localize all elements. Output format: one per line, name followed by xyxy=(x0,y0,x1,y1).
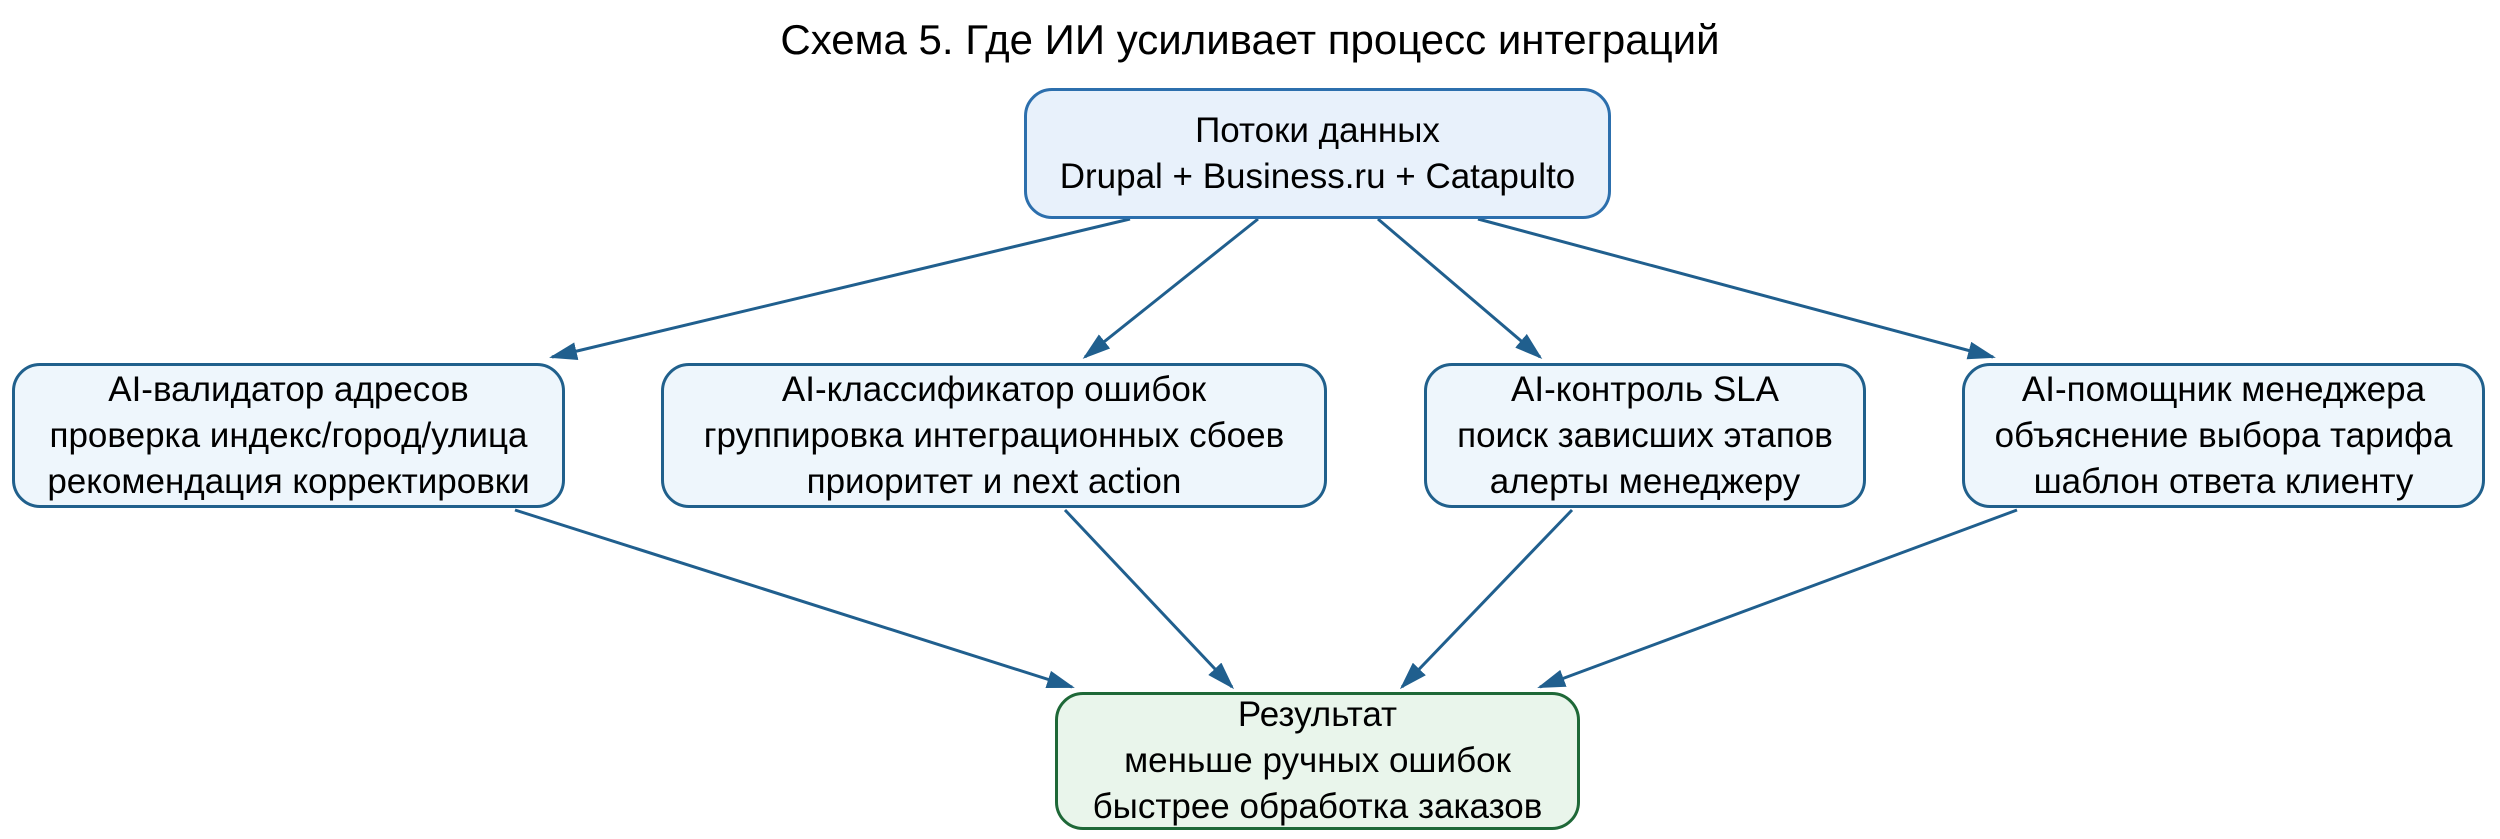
node-line: рекомендация корректировки xyxy=(47,461,530,501)
node-line: шаблон ответа клиенту xyxy=(2033,461,2414,501)
edge-classifier-result xyxy=(1063,508,1235,690)
node-line: AI-контроль SLA xyxy=(1511,369,1779,409)
node-line: приоритет и next action xyxy=(806,461,1182,501)
node-manager-assistant: AI-помощник менеджера объяснение выбора … xyxy=(1962,363,2485,508)
node-line: быстрее обработка заказов xyxy=(1092,787,1543,826)
node-line: AI-валидатор адресов xyxy=(108,369,469,409)
node-line: поиск зависших этапов xyxy=(1457,415,1833,455)
node-line: AI-классификатор ошибок xyxy=(781,369,1207,409)
node-line: Потоки данных xyxy=(1195,110,1440,150)
node-line: AI-помощник менеджера xyxy=(2021,369,2426,409)
node-result: Результат меньше ручных ошибок быстрее о… xyxy=(1055,692,1580,830)
node-line: алерты менеджеру xyxy=(1489,461,1801,501)
edge-validator-result xyxy=(514,508,1075,689)
node-sla-control: AI-контроль SLA поиск зависших этапов ал… xyxy=(1424,363,1866,508)
edge-source-validator xyxy=(549,217,1131,360)
node-line: Drupal + Business.ru + Catapulto xyxy=(1059,156,1576,196)
node-line: меньше ручных ошибок xyxy=(1124,741,1511,780)
node-line: проверка индекс/город/улица xyxy=(49,415,528,455)
edge-source-sla-control xyxy=(1377,217,1543,359)
edge-source-assistant xyxy=(1477,217,1996,360)
node-data-flows: Потоки данных Drupal + Business.ru + Cat… xyxy=(1024,88,1611,219)
edge-sla-control-result xyxy=(1399,508,1574,690)
node-error-classifier: AI-классификатор ошибок группировка инте… xyxy=(661,363,1327,508)
edge-assistant-result xyxy=(1537,508,2018,689)
node-line: группировка интеграционных сбоев xyxy=(703,415,1285,455)
diagram-title: Схема 5. Где ИИ усиливает процесс интегр… xyxy=(780,16,1720,63)
node-line: объяснение выбора тарифа xyxy=(1994,415,2453,455)
node-line: Результат xyxy=(1237,695,1398,734)
node-address-validator: AI-валидатор адресов проверка индекс/гор… xyxy=(12,363,565,508)
edge-source-classifier xyxy=(1082,217,1259,359)
